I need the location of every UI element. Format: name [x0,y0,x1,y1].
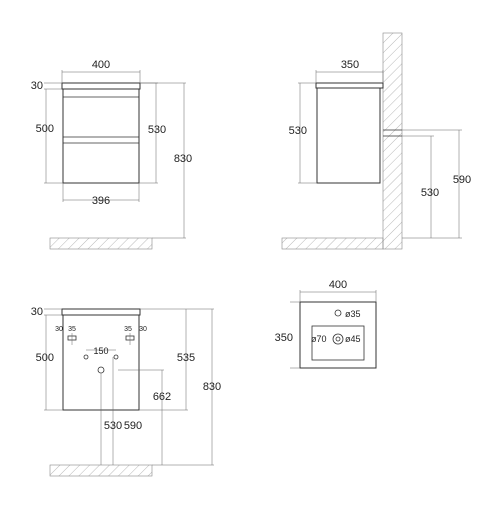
side-pipe-low-label: 530 [421,187,439,199]
back-floor-hatch [49,464,153,477]
back-height-830-label: 830 [203,381,221,393]
back-height-662-label: 662 [153,391,171,403]
front-total-height-label: 830 [174,153,192,165]
front-width-top-label: 400 [92,59,110,71]
top-view: 400 350 ø35 ø70 ø45 [275,279,377,369]
back-hole-spacing-label: 150 [93,346,108,356]
tap-hole [334,309,342,317]
front-body-height-label: 500 [36,123,54,135]
back-body-height-label: 500 [36,352,54,364]
side-floor-hatch [281,237,384,250]
side-depth-label: 350 [341,59,359,71]
side-pipe-height-label: 590 [453,174,471,186]
basin-outline [299,301,377,369]
side-view: 350 530 590 530 [281,32,471,250]
side-cabinet [316,87,381,184]
floor-hatch [49,237,153,250]
back-countertop [61,308,141,316]
side-height-label: 530 [289,125,307,137]
drain-hole-label: ø70 [311,334,327,344]
top-depth-label: 350 [275,332,293,344]
back-offset-r1: 35 [124,326,132,333]
front-view: 400 30 500 530 830 396 [31,59,192,250]
right-mount-hole [113,354,119,360]
back-height-535-label: 535 [177,352,195,364]
drain-inner [335,336,341,342]
front-cabinet [62,88,140,184]
back-offset-l2: 35 [68,326,76,333]
drain-circle [332,333,344,345]
back-label-590: 590 [124,420,142,432]
side-countertop [315,82,384,89]
front-drawer-height-label: 530 [148,124,166,136]
back-label-530: 530 [104,420,122,432]
back-offset-l1: 30 [55,326,63,333]
back-top-thickness-label: 30 [31,306,43,318]
tap-hole-label: ø35 [345,309,361,319]
back-view: 30 30 35 35 30 150 500 535 830 [31,306,221,477]
wall-hatch [382,32,403,250]
front-countertop [61,82,141,90]
front-width-bottom-label: 396 [92,195,110,207]
left-mount-hole [83,354,89,360]
front-top-thickness-label: 30 [31,80,43,92]
top-width-label: 400 [329,279,347,291]
overflow-hole-label: ø45 [345,334,361,344]
back-offset-r2: 30 [139,326,147,333]
basin-bowl [311,325,365,361]
